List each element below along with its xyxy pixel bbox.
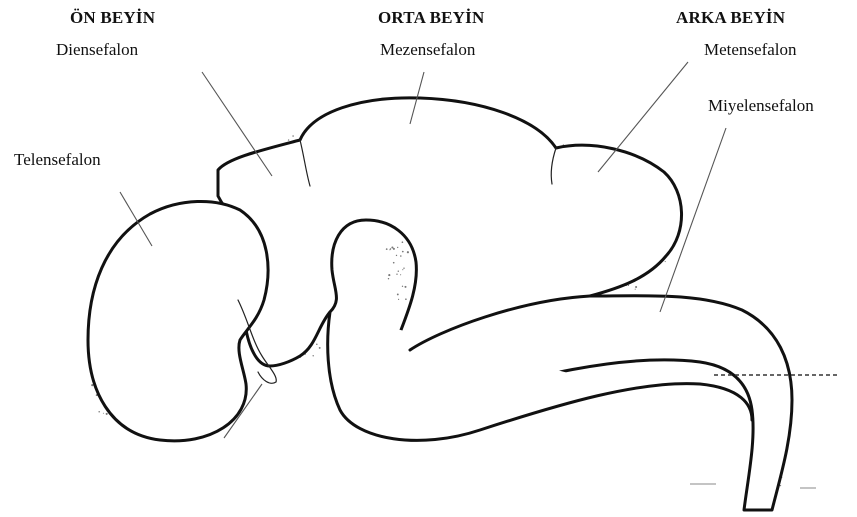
telencephalon-lobe-outline: [88, 201, 268, 440]
region-label-telencephalon: Telensefalon: [14, 150, 101, 170]
stipple-dot: [635, 286, 637, 288]
region-label-myelencephalon: Miyelensefalon: [708, 96, 814, 116]
stipple-dot: [400, 274, 401, 275]
stipple-dot: [386, 248, 388, 250]
stipple-dot: [396, 274, 397, 275]
stipple-dot: [388, 278, 389, 279]
region-label-metencephalon: Metensefalon: [704, 40, 797, 60]
stipple-dot: [402, 241, 404, 243]
stipple-dot: [316, 343, 318, 345]
stipple-dot: [319, 347, 321, 349]
stipple-dot: [398, 299, 399, 300]
region-label-mesencephalon: Mezensefalon: [380, 40, 475, 60]
stipple-dot: [98, 411, 100, 413]
stipple-dot: [390, 248, 391, 249]
section-label-forebrain: ÖN BEYİN: [70, 8, 155, 28]
stipple-dot: [404, 286, 406, 288]
stipple-dot: [388, 274, 390, 276]
section-label-hindbrain: ARKA BEYİN: [676, 8, 785, 28]
stipple-dot: [405, 298, 407, 300]
stipple-dot: [393, 262, 395, 264]
stipple-dot: [397, 293, 399, 295]
stipple-dot: [400, 255, 402, 257]
stipple-dot: [288, 139, 289, 140]
stipple-dot: [780, 485, 781, 486]
stipple-dot: [665, 261, 666, 262]
stipple-dot: [103, 413, 104, 414]
stipple-dot: [407, 251, 409, 253]
stipple-dot: [106, 413, 108, 415]
stipple-dot: [396, 255, 397, 256]
stipple-dot: [312, 355, 313, 356]
stipple-dot: [403, 267, 404, 268]
region-label-diencephalon: Diensefalon: [56, 40, 138, 60]
stipple-dot: [635, 289, 636, 290]
stipple-dot: [402, 251, 404, 253]
section-label-midbrain: ORTA BEYİN: [378, 8, 484, 28]
stipple-dot: [292, 135, 294, 137]
leader-metencephalon: [598, 62, 688, 172]
stipple-dot: [391, 246, 393, 248]
stipple-dot: [398, 270, 399, 271]
stipple-dot: [397, 247, 398, 248]
stipple-dot: [402, 269, 403, 270]
stipple-dot: [402, 286, 403, 287]
